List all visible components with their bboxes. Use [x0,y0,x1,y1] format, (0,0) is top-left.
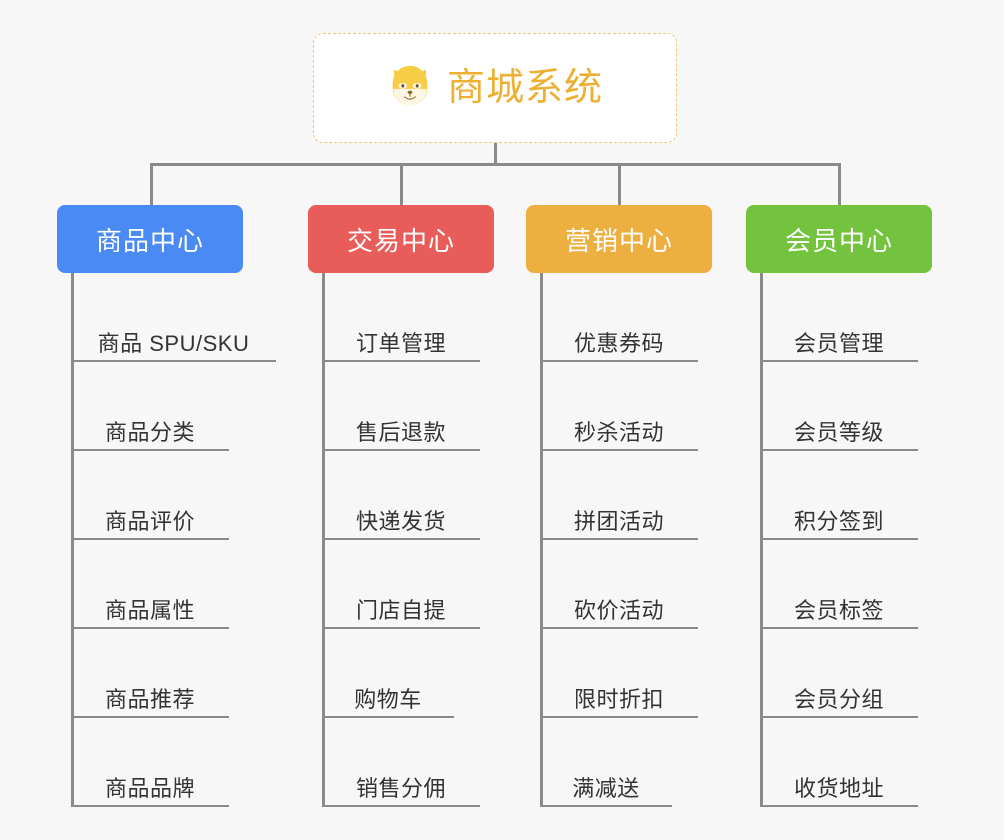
page-title: 商城系统 [446,67,603,109]
leaf-label: 满减送 [572,775,640,801]
category-label-1: 商品中心 [95,225,204,256]
leaf-item[interactable]: 积分签到 [760,451,918,540]
leaf-label: 秒杀活动 [573,419,664,445]
leaf-label: 订单管理 [355,330,446,356]
leaf-item[interactable]: 销售分佣 [322,718,480,807]
leaf-label: 积分签到 [793,508,884,534]
category-label-2: 交易中心 [346,225,455,256]
leaf-label: 购物车 [354,686,422,712]
leaf-item[interactable]: 售后退款 [322,362,480,451]
category-box-3[interactable]: 营销中心 [526,205,712,273]
leaf-label: 商品品牌 [104,775,195,801]
leaf-item[interactable]: 订单管理 [322,273,480,362]
leaf-item[interactable]: 商品推荐 [71,629,229,718]
leaf-item[interactable]: 秒杀活动 [540,362,698,451]
leaf-label: 门店自提 [355,597,446,623]
leaf-item[interactable]: 商品分类 [71,362,229,451]
leaf-label: 砍价活动 [573,597,664,623]
leaf-item[interactable]: 快递发货 [322,451,480,540]
leaf-label: 会员等级 [793,419,884,445]
leaf-label: 拼团活动 [573,508,664,534]
leaf-label: 会员标签 [793,597,884,623]
leaf-item[interactable]: 限时折扣 [540,629,698,718]
branch-spine-1 [71,273,74,807]
category-box-2[interactable]: 交易中心 [308,205,494,273]
leaf-label: 商品 SPU/SKU [97,330,250,356]
root-node[interactable]: 商城系统 [313,33,677,143]
leaf-item[interactable]: 商品评价 [71,451,229,540]
branch-spine-3 [540,273,543,807]
connector-drop-4 [838,163,841,205]
leaf-label: 商品分类 [104,419,195,445]
leaf-item[interactable]: 优惠券码 [540,273,698,362]
leaf-label: 商品推荐 [104,686,195,712]
shiba-dog-icon [387,65,433,111]
leaf-item[interactable]: 砍价活动 [540,540,698,629]
leaf-item[interactable]: 商品属性 [71,540,229,629]
category-label-3: 营销中心 [564,225,673,256]
connector-root-trunk [494,143,497,165]
connector-drop-2 [400,163,403,205]
leaf-item[interactable]: 收货地址 [760,718,918,807]
leaf-item[interactable]: 满减送 [540,718,672,807]
leaf-item[interactable]: 拼团活动 [540,451,698,540]
branch-spine-4 [760,273,763,807]
leaf-item[interactable]: 会员等级 [760,362,918,451]
connector-drop-1 [150,163,153,205]
leaf-label: 优惠券码 [573,330,664,356]
leaf-label: 限时折扣 [573,686,664,712]
leaf-label: 商品属性 [104,597,195,623]
category-box-1[interactable]: 商品中心 [57,205,243,273]
leaf-label: 收货地址 [793,775,884,801]
branch-spine-2 [322,273,325,807]
leaf-label: 会员分组 [793,686,884,712]
leaf-item[interactable]: 会员分组 [760,629,918,718]
leaf-label: 会员管理 [793,330,884,356]
leaf-label: 售后退款 [355,419,446,445]
leaf-item[interactable]: 商品 SPU/SKU [71,273,276,362]
connector-drop-3 [618,163,621,205]
leaf-item[interactable]: 购物车 [322,629,454,718]
leaf-label: 快递发货 [355,508,446,534]
leaf-item[interactable]: 门店自提 [322,540,480,629]
category-box-4[interactable]: 会员中心 [746,205,932,273]
category-label-4: 会员中心 [784,225,893,256]
leaf-item[interactable]: 商品品牌 [71,718,229,807]
leaf-label: 销售分佣 [355,775,446,801]
leaf-label: 商品评价 [104,508,195,534]
leaf-item[interactable]: 会员管理 [760,273,918,362]
leaf-item[interactable]: 会员标签 [760,540,918,629]
connector-horizontal-bus [150,163,840,166]
